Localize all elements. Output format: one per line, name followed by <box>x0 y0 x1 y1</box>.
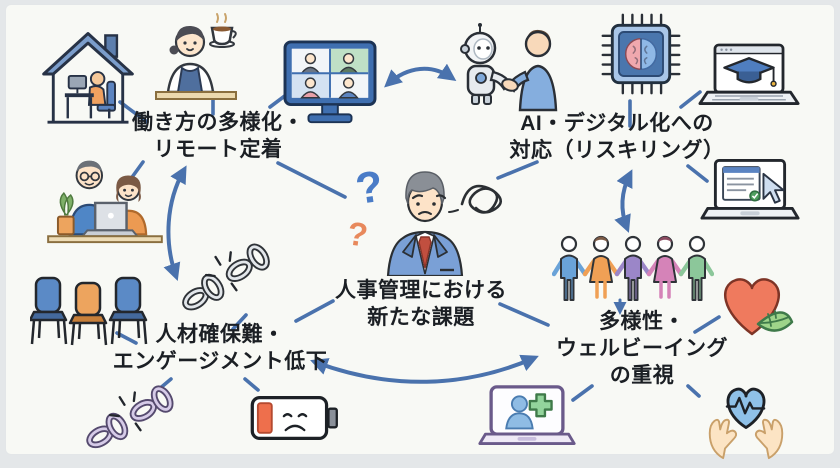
telehealth-laptop-icon <box>477 385 577 453</box>
work-style-line1: 働き方の多様化・ <box>132 111 304 134</box>
broken-chain-icon <box>176 240 276 312</box>
broken-chain-2-icon <box>82 384 182 450</box>
node-label-talent: 人材確保難・ エンゲージメント低下 <box>95 322 345 376</box>
online-document-laptop-icon <box>700 158 800 232</box>
ai-digital-line2: 対応（リスキリング） <box>509 138 725 162</box>
question-mark-blue: ? <box>353 162 386 214</box>
question-mark-orange: ? <box>345 214 370 253</box>
node-label-ai-digital: AI・デジタル化への 対応（リスキリング） <box>495 111 739 165</box>
heart-pulse-hands-icon <box>698 376 794 460</box>
work-from-home-icon <box>36 20 140 128</box>
center-line1: 人事管理における <box>335 279 507 302</box>
elearning-laptop-icon <box>698 42 800 116</box>
ai-digital-line1: AI・デジタル化への <box>520 112 714 135</box>
low-battery-icon <box>250 392 340 444</box>
wellbeing-line2: ウェルビーイング <box>556 336 728 360</box>
heart-leaf-icon <box>708 266 796 342</box>
video-call-monitor-icon <box>282 40 378 130</box>
center-line2: 新たな課題 <box>367 305 475 329</box>
talent-line1: 人材確保難・ <box>155 323 285 346</box>
ai-chip-brain-icon <box>597 8 685 100</box>
couple-teleworking-icon <box>38 150 170 248</box>
node-label-wellbeing: 多様性・ ウェルビーイング の重視 <box>538 309 746 390</box>
talent-line2: エンゲージメント低下 <box>112 349 328 373</box>
cafe-work-icon <box>152 12 240 112</box>
work-style-line2: リモート定着 <box>153 137 283 161</box>
robot-handshake-icon <box>450 22 570 118</box>
node-label-work-style: 働き方の多様化・ リモート定着 <box>107 110 329 164</box>
wellbeing-line3: の重視 <box>609 363 675 387</box>
worried-manager-icon: ? ? <box>340 158 510 276</box>
wellbeing-line1: 多様性・ <box>599 310 685 333</box>
center-label: 人事管理における 新たな課題 <box>327 278 515 332</box>
confusion-scribble <box>460 184 503 214</box>
empty-chairs-icon <box>30 276 148 348</box>
diverse-people-icon <box>552 234 714 310</box>
